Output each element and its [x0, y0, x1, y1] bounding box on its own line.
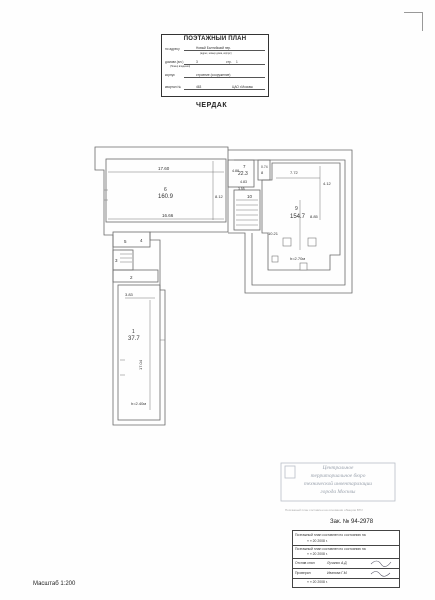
- building-value: 3: [196, 60, 198, 64]
- kvartal-label: квартал №: [165, 85, 181, 89]
- plan-header-box: ПОЭТАЖНЫЙ ПЛАН по адресу Новый Балтийски…: [161, 34, 269, 97]
- address-label: по адресу: [165, 47, 180, 51]
- room-10-number: 10: [247, 194, 253, 199]
- room-1-area: 37.7: [128, 336, 140, 342]
- stamp-line-2: территориальное бюро: [310, 473, 366, 479]
- room-7-number: 7: [243, 164, 246, 169]
- plan-header-title: ПОЭТАЖНЫЙ ПЛАН: [183, 36, 247, 42]
- room-6-outline: [105, 158, 227, 223]
- room-9-dim-top: 7.72: [290, 170, 299, 175]
- room-7-dim: 4.88: [232, 169, 239, 173]
- room-9-dim-mid: 8.85: [310, 214, 319, 219]
- room-1-outline: [117, 284, 161, 421]
- room-6-area: 160.9: [158, 194, 174, 200]
- room-9-area: 154.7: [290, 214, 306, 220]
- faded-note: Поэтажный план составлен на основании об…: [285, 508, 363, 512]
- sheet-corner-mark: [404, 12, 423, 31]
- titleblock-date-2: « » 20 2008 г.: [307, 552, 328, 556]
- area-value: ЦАО г.Москвы: [232, 85, 253, 89]
- stamp-line-3: технической инвентаризации: [303, 481, 373, 487]
- room-6-dim-width: 17.60: [158, 166, 170, 171]
- room-1-number: 1: [132, 329, 135, 335]
- title-block: Поэтажный план составлен по состоянию на…: [292, 530, 400, 588]
- room-2-outline: [112, 269, 159, 283]
- korpus-value: строение (сооружение): [196, 73, 231, 77]
- room-8-dim: 0.74: [261, 165, 268, 169]
- right-inner-outline: [234, 159, 346, 286]
- room-8-number: 8: [261, 170, 264, 175]
- room-9-outline: [261, 162, 341, 271]
- room-9-height: h=2.70м: [290, 256, 305, 261]
- room-1-dim-width: 3.83: [125, 292, 134, 297]
- room-9-dim-left: 10.21: [268, 231, 279, 236]
- checker-label: Проверил: [295, 571, 311, 575]
- room-2-number: 2: [130, 275, 133, 280]
- kvartal-value: 463: [196, 85, 202, 89]
- korpus-label: корпус: [165, 73, 175, 77]
- address-value: Новый Балтийский пер.: [196, 46, 232, 50]
- order-number: Зак. № 94-2978: [330, 519, 374, 525]
- room-7-outline: [227, 159, 255, 188]
- stamp-line-4: города Москвы: [320, 489, 356, 495]
- bti-stamp: Центральное территориальное бюро техниче…: [279, 462, 397, 502]
- drawer-name: Лучанко А.Д.: [327, 561, 348, 565]
- room-5-number: 4: [140, 238, 143, 243]
- room-6-dim-bottom: 16.66: [162, 213, 174, 218]
- room-1-dim-height: 17.04: [138, 359, 143, 370]
- room-8-outline: [257, 159, 271, 181]
- stamp-line-1: Центральное: [322, 465, 354, 471]
- titleblock-date-final: « » 20 2008 г.: [307, 580, 328, 584]
- room-6-number: 6: [164, 187, 167, 193]
- room-7-area: 22.3: [238, 171, 248, 177]
- titleblock-line-1: Поэтажный план составлен по состоянию на: [295, 533, 366, 537]
- room-9-number: 9: [295, 206, 298, 212]
- titleblock-line-3: Поэтажный план составлен по состоянию на: [295, 547, 366, 551]
- floor-title: ЧЕРДАК: [196, 102, 228, 109]
- room-3-number: 3: [115, 258, 118, 263]
- building-label: домовл.(вл.): [165, 60, 184, 64]
- titleblock-date-1: « » 20 2008 г.: [307, 539, 328, 543]
- signature-marks: [370, 560, 392, 577]
- room-10-dim: 3.55: [238, 187, 245, 191]
- building-note: (Номер владения): [170, 65, 191, 68]
- room-1-height: h=2.40м: [131, 401, 146, 406]
- scale-label: Масштаб 1:200: [33, 581, 76, 587]
- room-10-outline: [233, 189, 261, 231]
- address-note: (адрес, номер дома, корпус): [200, 52, 232, 55]
- room-5-outline: [112, 231, 151, 248]
- room-7-dim-2: 4.83: [240, 180, 247, 184]
- room-6-dim-height: 8.12: [215, 194, 224, 199]
- checker-name: Иванова Г.М.: [327, 571, 348, 575]
- building-outline: [94, 146, 229, 426]
- drawer-label: Отсняв снял: [295, 561, 315, 565]
- stamp-frame: [280, 462, 396, 502]
- room-9-dim-right: 4.12: [323, 181, 332, 186]
- right-building-outline: [228, 149, 353, 294]
- room-4-number: 5: [124, 239, 127, 244]
- structure-label: стр.: [226, 60, 232, 64]
- structure-value: 1: [236, 60, 238, 64]
